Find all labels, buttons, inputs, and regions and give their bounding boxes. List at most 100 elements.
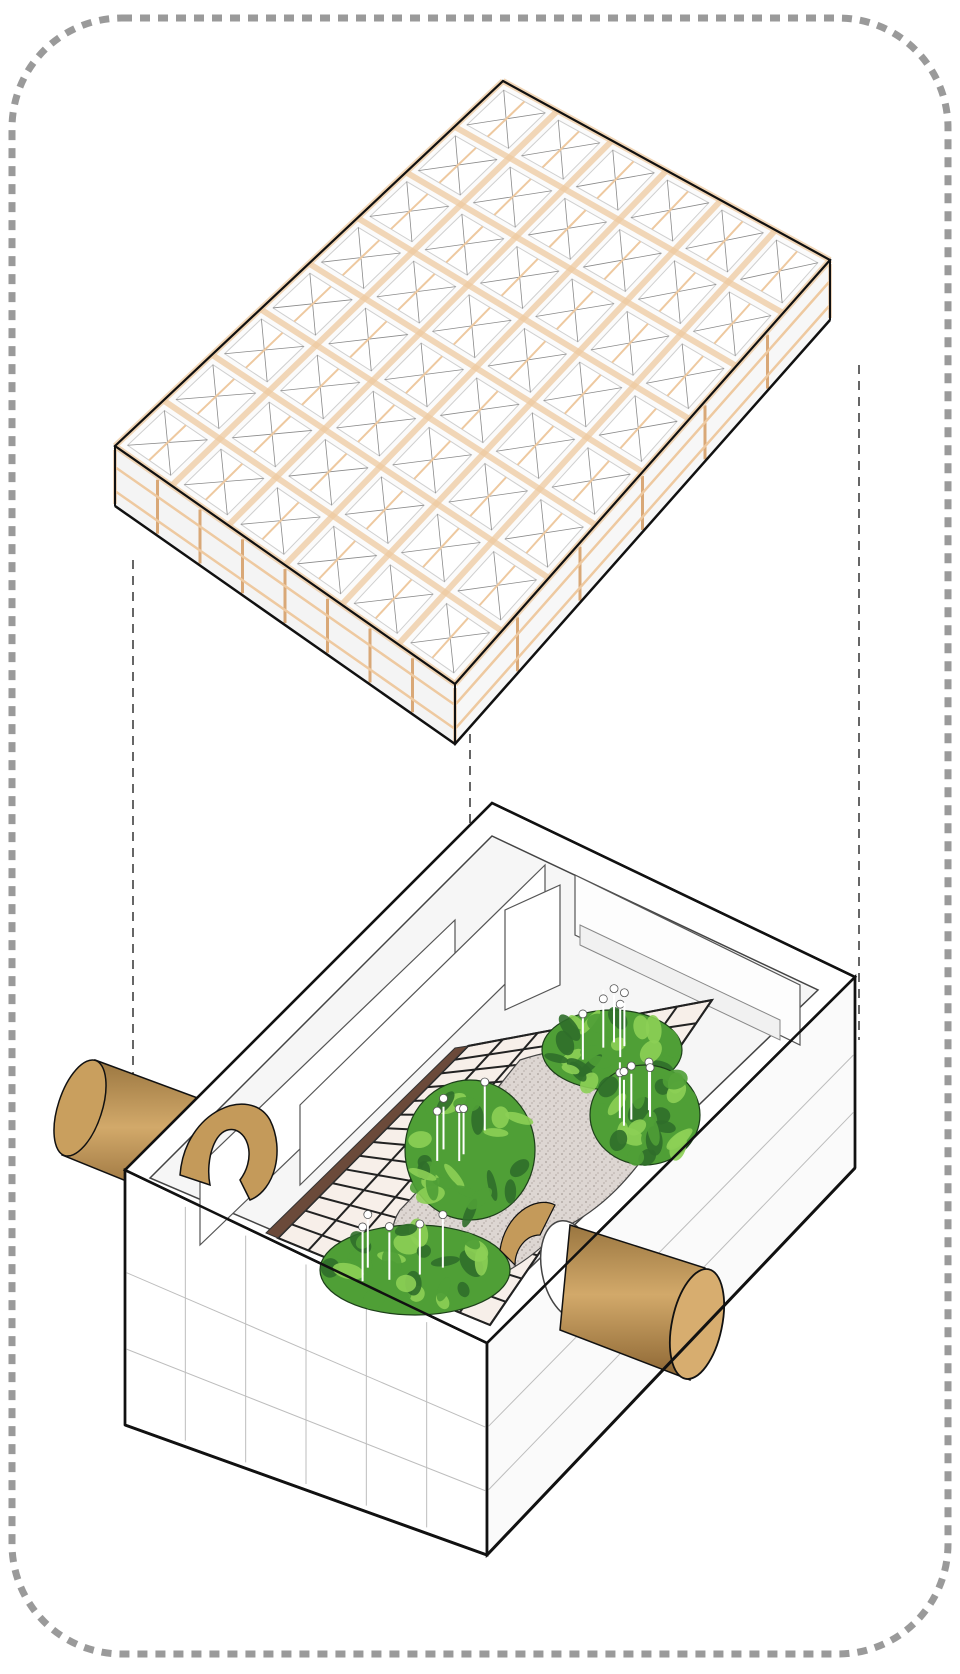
leaf — [683, 1089, 698, 1109]
roof-timber-strut — [452, 306, 491, 346]
leaf — [632, 1087, 645, 1109]
roof-timber-beam — [453, 124, 785, 316]
roof-timber-strut — [390, 193, 429, 230]
right-pipe-end — [669, 1268, 725, 1380]
leaf — [627, 1119, 647, 1136]
flower-head — [578, 1009, 588, 1019]
roof-timber-strut — [493, 178, 532, 216]
leaf — [466, 1187, 493, 1210]
leaf — [430, 1256, 460, 1267]
flower-head — [619, 988, 629, 998]
roof-timber-strut — [349, 320, 388, 359]
leaf — [408, 1167, 437, 1181]
roof-timber-strut — [309, 452, 348, 492]
plant-cluster — [541, 984, 683, 1094]
leaf — [609, 1129, 628, 1152]
roof-timber-beam — [404, 169, 738, 369]
leaf — [408, 1131, 432, 1149]
leaf — [661, 1028, 681, 1058]
flower-head — [358, 1222, 367, 1232]
leaf — [486, 1169, 498, 1201]
roof-timber-strut — [422, 527, 460, 568]
roof-timber-strut — [357, 404, 396, 443]
partition-column — [504, 884, 561, 1011]
roof-timber-strut — [148, 424, 187, 462]
roof-timber-strut — [705, 220, 744, 261]
flower-head — [645, 1063, 655, 1072]
roof-timber-strut — [341, 239, 381, 277]
roof-timber-beam — [258, 306, 598, 528]
roof-timber-strut — [405, 355, 443, 394]
roof-timber-strut — [619, 407, 657, 450]
leaf — [436, 1277, 451, 1302]
leaf — [436, 1091, 455, 1114]
flower-head — [619, 1067, 629, 1076]
roof-timber-strut — [658, 271, 697, 313]
roof-timber-strut — [713, 303, 751, 345]
flower-head — [384, 1222, 394, 1231]
leaf — [608, 1007, 628, 1030]
leaf — [627, 1148, 645, 1166]
leaf — [457, 1281, 470, 1298]
roof-timber-strut — [413, 440, 452, 480]
leaf — [639, 1040, 662, 1064]
leaf — [382, 1248, 402, 1275]
roof-timber-strut — [486, 100, 526, 138]
leaf — [471, 1105, 485, 1135]
leaf — [432, 1177, 456, 1189]
right-pipe-body — [559, 1224, 706, 1382]
plant-cluster — [404, 1077, 536, 1228]
arch-pipe-opening — [179, 1103, 278, 1201]
arch-pipe-opening — [499, 1201, 556, 1267]
roof-timber-strut — [397, 273, 436, 311]
pipe-icon — [539, 1219, 725, 1382]
flower-head — [415, 1219, 425, 1229]
roof-timber-strut — [253, 415, 292, 454]
plant-cluster — [319, 1210, 511, 1316]
roof-timber-strut — [438, 146, 477, 184]
flower-head — [598, 994, 608, 1004]
soil-strip — [265, 1045, 470, 1239]
roof-timber-strut — [572, 460, 610, 502]
roof-timber-strut — [196, 378, 235, 415]
roof-timber-strut — [301, 368, 340, 406]
roof-timber-strut — [556, 290, 594, 330]
roof-timber-beam — [307, 260, 645, 475]
leaf — [461, 1232, 481, 1250]
roof-timber-strut — [564, 374, 602, 415]
left-pipe-end — [53, 1059, 107, 1157]
roof-timber-strut — [469, 476, 507, 517]
leaf — [544, 1053, 569, 1064]
leaf — [597, 1076, 619, 1098]
leaf — [444, 1163, 465, 1189]
planting — [319, 984, 701, 1316]
roof-timber-beam — [210, 352, 551, 581]
leaf — [509, 1159, 530, 1178]
leaf — [491, 1106, 510, 1129]
leaf — [662, 1069, 688, 1090]
rear-bench — [579, 924, 781, 1041]
leaf — [395, 1274, 417, 1293]
flower-head — [439, 1093, 448, 1103]
roof-timber-strut — [293, 285, 332, 323]
flower-head — [432, 1106, 442, 1116]
roof-timber-strut — [548, 209, 587, 248]
leaf — [394, 1223, 418, 1237]
roof-timber-strut — [365, 490, 404, 530]
flower-head — [438, 1210, 448, 1220]
leaf — [561, 1064, 580, 1075]
timber-roof-icon — [112, 78, 833, 746]
roof-timber-strut — [205, 463, 244, 501]
flower-head — [626, 1061, 636, 1071]
roof-timber-strut — [525, 512, 563, 554]
dashed-border-frame — [8, 14, 952, 1658]
leaf — [362, 1288, 386, 1310]
roof-timber-beam — [355, 215, 691, 422]
roof-timber-beam — [161, 397, 504, 634]
leaf — [474, 1246, 488, 1276]
roof-timber-strut — [666, 355, 704, 397]
roof-timber-strut — [478, 565, 516, 607]
plant-cluster — [589, 1057, 701, 1166]
